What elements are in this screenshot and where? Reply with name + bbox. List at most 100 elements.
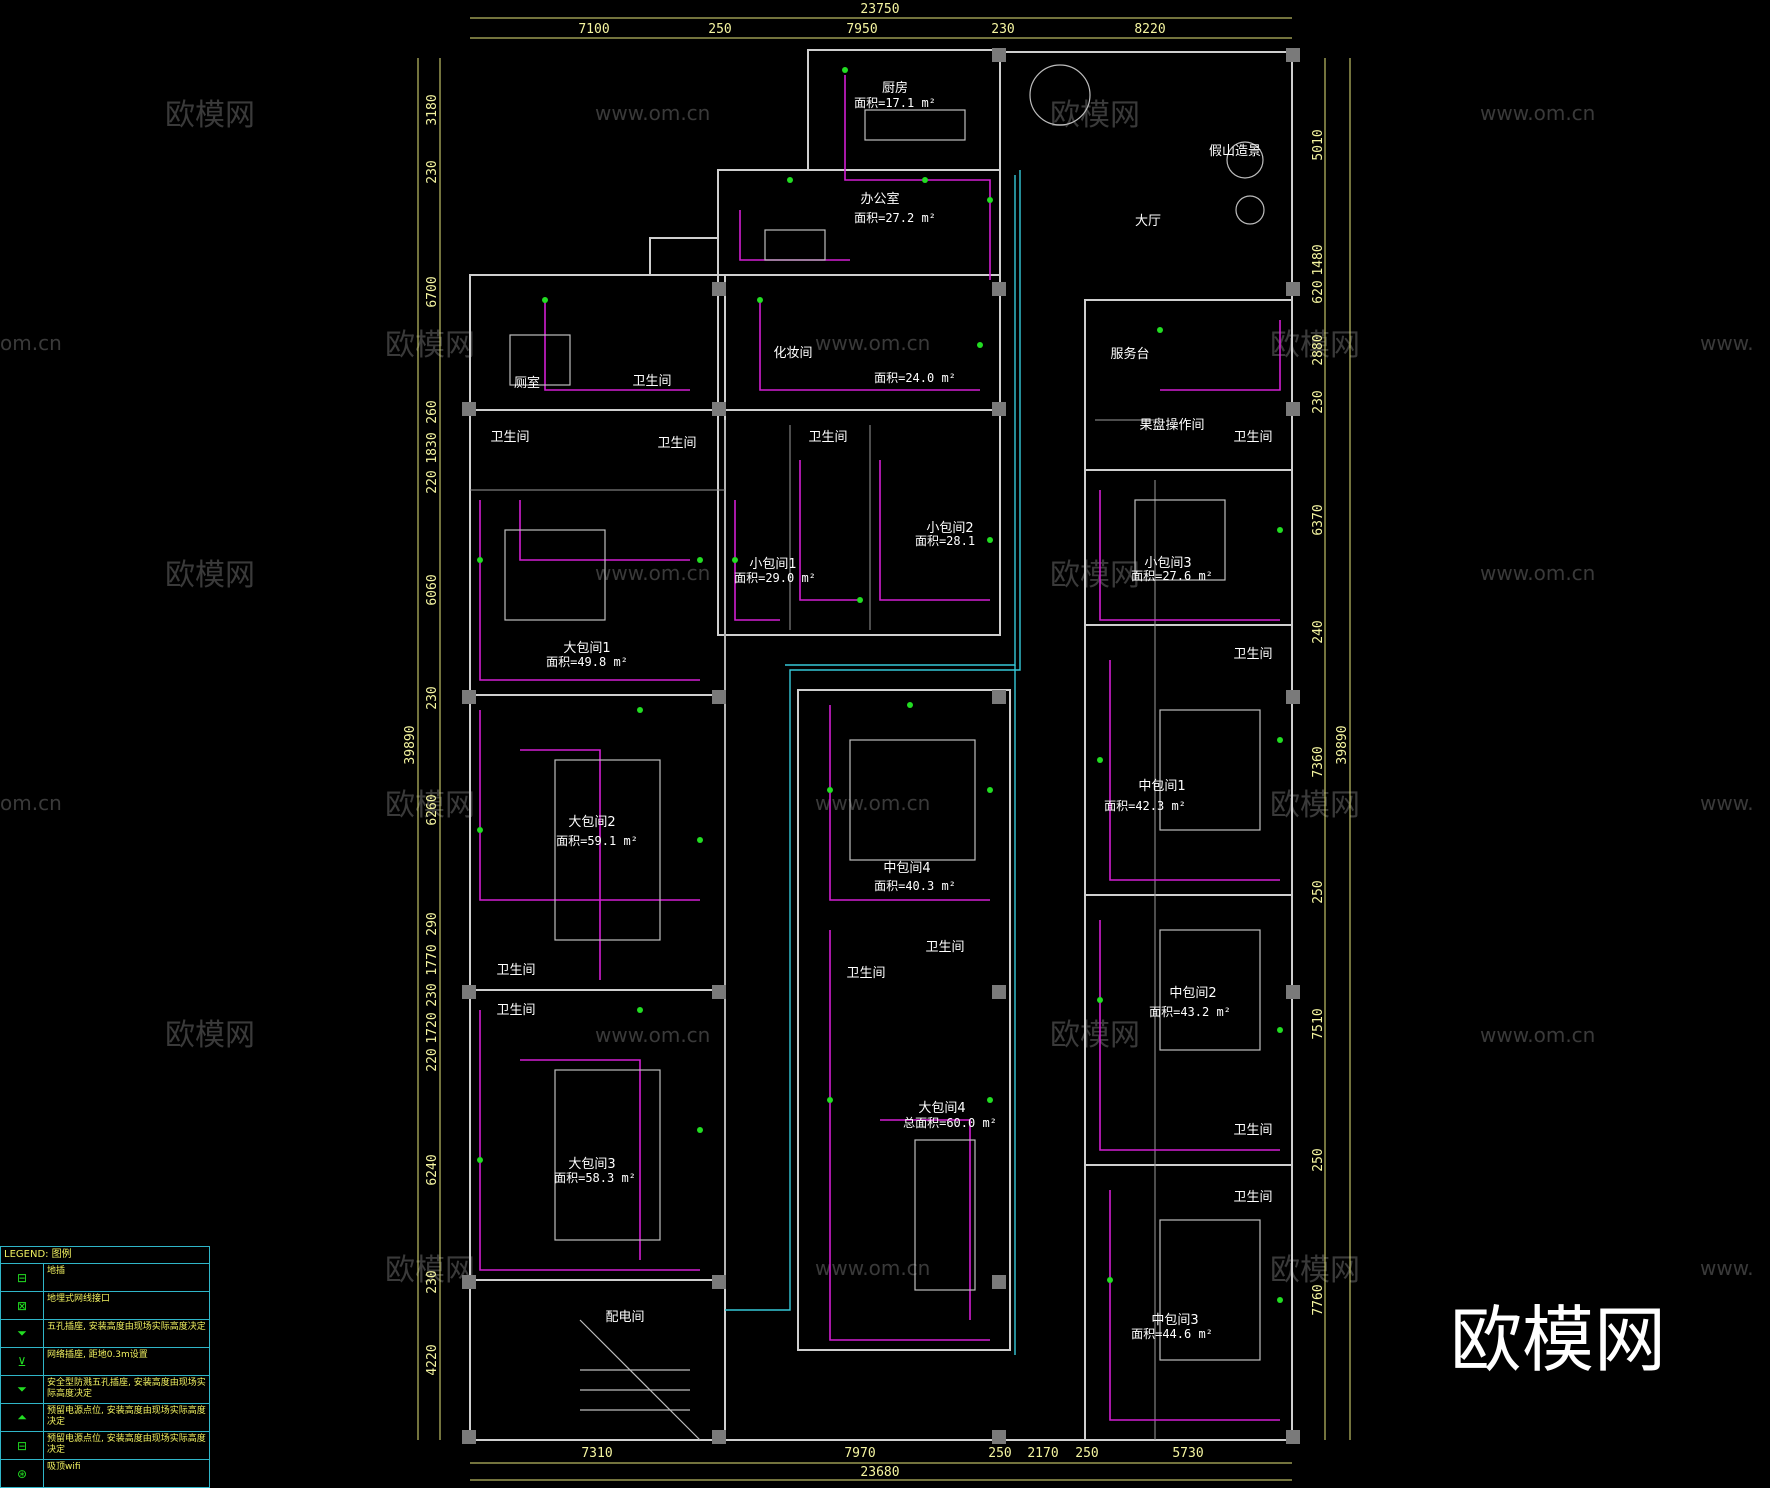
room-mid1-area: 面积=42.3 m² — [1104, 799, 1186, 813]
dim-right-seg: 240 — [1311, 620, 1326, 643]
room-wc-big3-name: 卫生间 — [496, 1003, 535, 1018]
dim-left-seg: 6260 — [425, 794, 440, 825]
room-restroom-name: 厕室 — [514, 375, 540, 391]
room-hall-name: 大厅 — [1135, 214, 1161, 229]
watermark-brand: 欧模网 — [165, 558, 255, 593]
power-box-icon: ⊟ — [1, 1432, 44, 1459]
splashproof-socket-icon: ⏷ — [1, 1376, 44, 1403]
legend-row: ⊠地埋式网线接口 — [1, 1292, 209, 1320]
conduit-lines — [725, 170, 1021, 1355]
watermark-url: www. — [1700, 1256, 1754, 1280]
dim-bottom-seg: 250 — [1075, 1446, 1098, 1461]
dim-left-seg: 230 — [425, 1270, 440, 1293]
watermark-brand: 欧模网 — [1270, 328, 1360, 363]
watermark-url: www.om.cn — [815, 791, 930, 815]
room-wc-top-name: 卫生间 — [632, 374, 671, 389]
dim-right-seg: 6370 — [1311, 504, 1326, 535]
watermark-brand: 欧模网 — [1050, 558, 1140, 593]
dim-bottom-seg: 5730 — [1172, 1446, 1203, 1461]
watermark-url: www. — [1700, 331, 1754, 355]
room-makeup-name: 化妆间 — [773, 346, 812, 361]
dim-bottom-seg: 2170 — [1027, 1446, 1058, 1461]
dim-left-seg: 220 — [425, 470, 440, 493]
room-wc-b-name: 卫生间 — [657, 436, 696, 451]
room-rockery-name: 假山造景 — [1209, 144, 1261, 159]
dim-left-seg: 230 — [425, 983, 440, 1006]
room-wc-a-name: 卫生间 — [490, 430, 529, 445]
legend-row: ⏷安全型防溅五孔插座, 安装高度由现场实际高度决定 — [1, 1376, 209, 1404]
dim-top-seg: 7100 — [578, 22, 609, 37]
brand-logo: 欧模网 — [1450, 1298, 1666, 1382]
watermark-url: www.om.cn — [1480, 1023, 1595, 1047]
dim-bottom-seg: 7310 — [581, 1446, 612, 1461]
dim-left-seg: 260 — [425, 400, 440, 423]
dim-left-seg: 220 — [425, 1048, 440, 1071]
dim-right-seg: 620 — [1311, 280, 1326, 303]
legend-text: 地插 — [47, 1266, 66, 1276]
dimensions-left: 39890 3180 230 6700 260 1830 220 6060 23… — [403, 94, 440, 1375]
wiring — [479, 75, 1281, 1421]
dim-left-seg: 6240 — [425, 1154, 440, 1185]
dim-bottom-seg: 250 — [988, 1446, 1011, 1461]
watermarks: 欧模网 www.om.cn 欧模网 www.om.cn om.cn 欧模网 ww… — [0, 98, 1754, 1288]
dim-left-seg: 1770 — [425, 944, 440, 975]
legend-text: 五孔插座, 安装高度由现场实际高度决定 — [47, 1322, 206, 1332]
watermark-brand: 欧模网 — [165, 1018, 255, 1053]
walls — [469, 49, 1293, 1441]
dim-left-seg: 230 — [425, 686, 440, 709]
dimensions-bottom: 7310 7970 250 2170 250 5730 23680 — [581, 1446, 1203, 1480]
room-power-name: 配电间 — [605, 1310, 644, 1325]
dim-bottom-seg: 7970 — [844, 1446, 875, 1461]
room-kitchen-name: 厨房 — [882, 80, 908, 96]
dim-left-seg: 3180 — [425, 94, 440, 125]
watermark-url: www.om.cn — [595, 1023, 710, 1047]
room-mid3-name: 中包间3 — [1151, 1313, 1198, 1328]
room-wc-mid1-name: 卫生间 — [1233, 647, 1272, 662]
room-mid4-area: 面积=40.3 m² — [874, 879, 956, 893]
dim-left-seg: 230 — [425, 160, 440, 183]
dim-right-seg: 1480 — [1311, 244, 1326, 275]
room-big3-name: 大包间3 — [568, 1157, 615, 1172]
dim-right-seg: 5010 — [1311, 129, 1326, 160]
dim-left-seg: 4220 — [425, 1344, 440, 1375]
room-fruit-name: 果盘操作间 — [1139, 417, 1204, 433]
room-small3-name: 小包间3 — [1144, 556, 1191, 571]
dim-left-seg: 6700 — [425, 276, 440, 307]
room-wc-mid3-name: 卫生间 — [1233, 1190, 1272, 1205]
room-kitchen-area: 面积=17.1 m² — [854, 96, 936, 110]
legend-text: 地埋式网线接口 — [47, 1294, 111, 1304]
room-small1-name: 小包间1 — [749, 557, 796, 572]
room-office-name: 办公室 — [860, 191, 899, 207]
watermark-url: www. — [1700, 791, 1754, 815]
watermark-url: www.om.cn — [595, 101, 710, 125]
dimension-lines — [417, 17, 1351, 1481]
dim-right-seg: 2880 — [1311, 334, 1326, 365]
legend-row: ⊟预留电源点位, 安装高度由现场实际高度决定 — [1, 1432, 209, 1460]
dim-right-seg: 7760 — [1311, 1284, 1326, 1315]
legend-row: ⏷五孔插座, 安装高度由现场实际高度决定 — [1, 1320, 209, 1348]
room-big4-area: 总面积=60.0 m² — [903, 1116, 997, 1130]
legend-row: ⊛吸顶wifi — [1, 1460, 209, 1488]
room-wc-mid4a-name: 卫生间 — [846, 966, 885, 981]
dim-top-seg: 230 — [991, 22, 1014, 37]
dim-top-seg: 250 — [708, 22, 731, 37]
dim-bottom-total: 23680 — [860, 1465, 899, 1480]
dim-right-seg: 7360 — [1311, 746, 1326, 777]
watermark-brand: 欧模网 — [385, 788, 475, 823]
watermark-brand: 欧模网 — [385, 328, 475, 363]
dimensions-right: 39890 5010 1480 620 2880 230 6370 240 73… — [1311, 129, 1350, 1315]
network-socket-icon: ⊻ — [1, 1348, 44, 1375]
legend-text: 预留电源点位, 安装高度由现场实际高度决定 — [47, 1434, 206, 1455]
dim-right-seg: 250 — [1311, 880, 1326, 903]
room-mid2-name: 中包间2 — [1169, 986, 1216, 1001]
room-big2-area: 面积=59.1 m² — [556, 834, 638, 848]
room-big1-name: 大包间1 — [563, 641, 610, 656]
legend-text: 安全型防溅五孔插座, 安装高度由现场实际高度决定 — [47, 1378, 206, 1399]
floor-network-icon: ⊠ — [1, 1292, 44, 1319]
dim-left-seg: 1720 — [425, 1012, 440, 1043]
legend-row: ⊻网络插座, 距地0.3m设置 — [1, 1348, 209, 1376]
dim-left-seg: 1830 — [425, 432, 440, 463]
watermark-url: www.om.cn — [1480, 561, 1595, 585]
room-mid3-area: 面积=44.6 m² — [1131, 1327, 1213, 1341]
